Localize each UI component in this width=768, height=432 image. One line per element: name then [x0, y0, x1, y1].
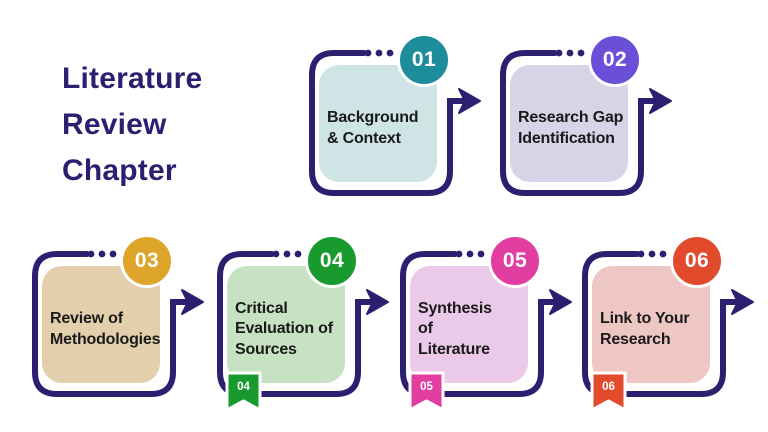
step-card-5: Synthesis of Literature 05 05: [393, 234, 583, 416]
step-number: 02: [602, 48, 628, 71]
step-card-1: Background & Context 01: [302, 33, 492, 215]
card-outline: [500, 50, 657, 196]
bookmark-ribbon-icon: 06: [590, 371, 627, 412]
step-number-badge: 02: [588, 33, 642, 87]
bookmark-ribbon-icon: 04: [225, 371, 262, 412]
arrow-right-icon: [181, 289, 204, 315]
step-card-6: Link to Your Research 06 06: [575, 234, 765, 416]
arrow-right-icon: [549, 289, 572, 315]
page-title: Literature Review Chapter: [62, 62, 203, 187]
step-number: 03: [134, 249, 160, 272]
step-number-badge: 01: [397, 33, 451, 87]
arrow-right-icon: [458, 88, 481, 114]
three-dots-icon: [555, 49, 585, 57]
step-number-badge: 06: [670, 234, 724, 288]
card-outline: [32, 251, 189, 397]
step-label: Research Gap Identification: [518, 109, 624, 147]
step-number-badge: 03: [120, 234, 174, 288]
step-card-3: Review of Methodologies 03: [25, 234, 215, 416]
card-frame: [32, 250, 204, 397]
ribbon-number: 04: [237, 381, 250, 393]
step-label: Link to Your Research: [600, 310, 690, 348]
step-label: Synthesis of Literature: [418, 299, 492, 358]
three-dots-icon: [364, 49, 394, 57]
card-frame: [500, 49, 672, 196]
step-number: 05: [502, 249, 528, 272]
step-label: Background & Context: [327, 109, 419, 147]
step-number: 01: [411, 48, 437, 71]
step-card-2: Research Gap Identification 02: [493, 33, 683, 215]
step-card-4: Critical Evaluation of Sources 04 04: [210, 234, 400, 416]
three-dots-icon: [87, 250, 117, 258]
three-dots-icon: [272, 250, 302, 258]
ribbon-number: 06: [602, 381, 615, 393]
three-dots-icon: [455, 250, 485, 258]
step-label: Review of Methodologies: [50, 310, 161, 348]
step-number: 04: [319, 249, 345, 272]
ribbon-number: 05: [420, 381, 433, 393]
step-number: 06: [684, 249, 710, 272]
step-label: Critical Evaluation of Sources: [235, 299, 333, 358]
bookmark-ribbon-icon: 05: [408, 371, 445, 412]
card-frame: [309, 49, 481, 196]
three-dots-icon: [637, 250, 667, 258]
step-number-badge: 05: [488, 234, 542, 288]
arrow-right-icon: [649, 88, 672, 114]
step-number-badge: 04: [305, 234, 359, 288]
arrow-right-icon: [731, 289, 754, 315]
card-outline: [309, 50, 466, 196]
arrow-right-icon: [366, 289, 389, 315]
